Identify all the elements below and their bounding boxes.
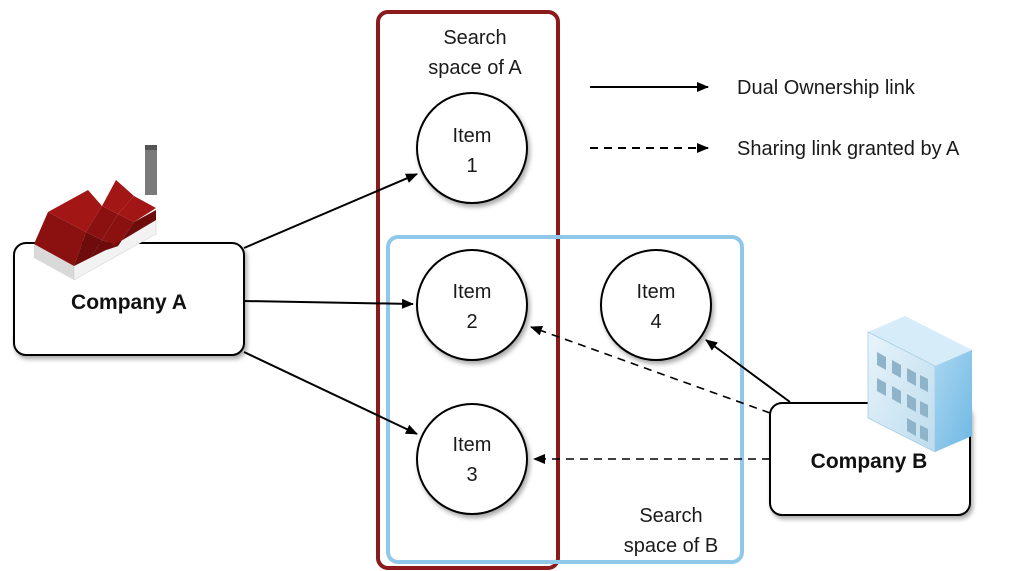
item-3-label-line1: Item <box>453 434 492 456</box>
search-space-a-box <box>376 10 560 570</box>
search-space-a-label-line1: Search <box>443 27 506 49</box>
item-1-label-line2: 1 <box>466 155 477 177</box>
item-2-node: Item 2 <box>416 249 528 361</box>
factory-icon <box>34 145 157 281</box>
item-4-label-line1: Item <box>637 281 676 303</box>
company-b-label: Company B <box>811 450 928 473</box>
legend-dual-ownership-label: Dual Ownership link <box>737 77 916 99</box>
arrow-company-b-to-item-4 <box>705 339 791 403</box>
item-3-label-line2: 3 <box>466 464 477 486</box>
search-space-b-label-line2: space of B <box>624 535 719 557</box>
item-1-label-line1: Item <box>453 125 492 147</box>
item-4-node: Item 4 <box>600 249 712 361</box>
arrow-company-a-to-item-3 <box>243 351 418 435</box>
item-2-label-line2: 2 <box>466 311 477 333</box>
item-3-node: Item 3 <box>416 403 528 515</box>
legend-sharing-link-label: Sharing link granted by A <box>737 138 960 160</box>
office-building-icon <box>867 316 972 453</box>
search-space-b-label-line1: Search <box>639 505 702 527</box>
item-4-label-line2: 4 <box>650 311 661 333</box>
company-a-label: Company A <box>71 291 187 314</box>
item-2-label-line1: Item <box>453 281 492 303</box>
item-1-node: Item 1 <box>416 92 528 204</box>
search-space-a-label-line2: space of A <box>428 57 522 79</box>
search-space-b-box <box>386 235 744 564</box>
arrow-company-a-to-item-1 <box>243 173 418 249</box>
sharing-link-company-b-to-item-2 <box>530 326 771 414</box>
arrow-company-a-to-item-2 <box>243 298 414 309</box>
